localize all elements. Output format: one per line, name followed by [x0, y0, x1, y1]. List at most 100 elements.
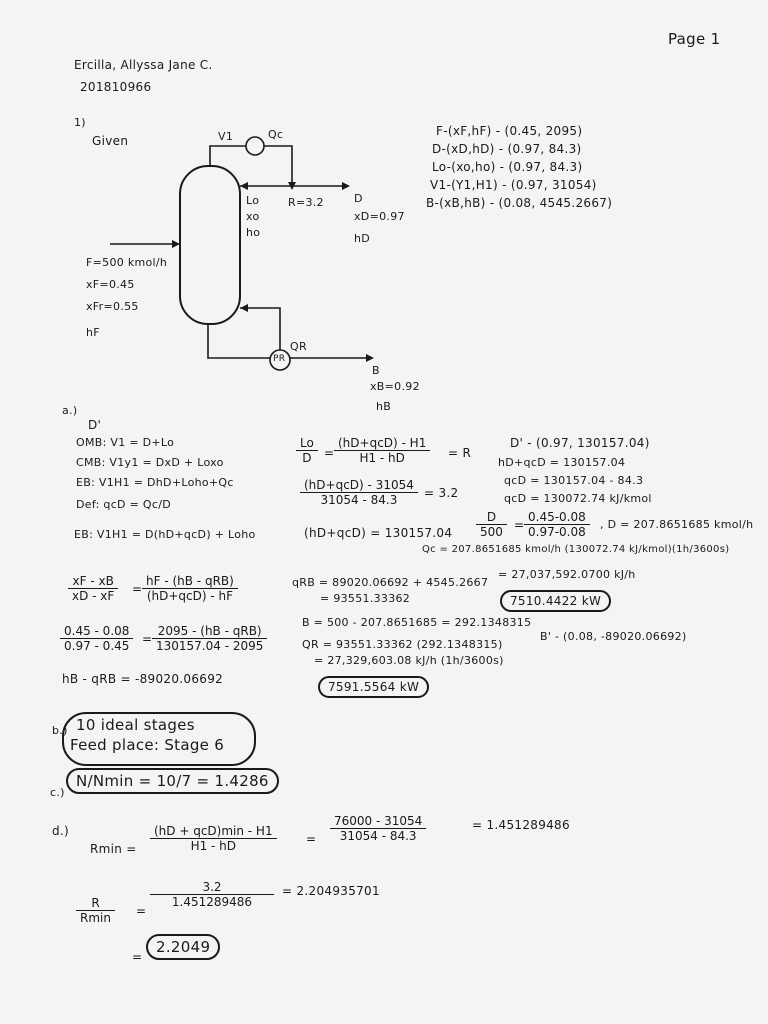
lever2-rhs-den: 130157.04 - 2095	[156, 639, 264, 653]
label-qc: Qc	[268, 128, 284, 141]
d-ratio-lhs-num: D	[476, 510, 507, 525]
hb-qrb: hB - qRB = -89020.06692	[62, 672, 224, 686]
part-b-line1: 10 ideal stages	[76, 716, 195, 734]
reflux-arrow	[240, 182, 248, 190]
lever2-rhs-num: 2095 - (hB - qRB)	[152, 624, 268, 639]
vapor-line	[209, 145, 246, 166]
qc-mid: = 27,037,592.0700 kJ/h	[498, 568, 636, 581]
author-name: Ercilla, Allyssa Jane C.	[74, 58, 213, 72]
label-lo: Lo	[246, 194, 260, 207]
ratio-result: = R	[448, 446, 472, 460]
given-point-lo: Lo-(xo,ho) - (0.97, 84.3)	[432, 160, 583, 174]
rmin-den2: 31054 - 84.3	[339, 829, 417, 843]
bprime-point: B' - (0.08, -89020.06692)	[540, 630, 687, 643]
condenser	[245, 136, 265, 156]
dprime-point: D' - (0.97, 130157.04)	[510, 436, 650, 450]
condensate-arrow	[288, 182, 296, 190]
label-qr: QR	[290, 340, 307, 353]
label-xd: xD=0.97	[354, 210, 405, 223]
ratio-lhs: Lo D	[296, 436, 318, 465]
balance-eb: EB: V1H1 = DhD+Loho+Qc	[76, 476, 234, 489]
balance-cmb: CMB: V1y1 = DxD + Loxo	[76, 456, 224, 469]
bottoms-line	[207, 324, 270, 359]
r-rmin-rhs-num: 3.2	[150, 880, 274, 895]
qr-final-circled: 7591.5564 kW	[318, 676, 430, 698]
boilup-arrow	[240, 304, 248, 312]
page-label: Page 1	[668, 30, 721, 48]
part-c-label: c.)	[50, 786, 65, 799]
qcd-calc: qcD = 130157.04 - 84.3	[504, 474, 644, 487]
part-c-text: N/Nmin = 10/7 = 1.4286	[66, 768, 279, 794]
rmin-num: (hD + qcD)min - H1	[150, 824, 277, 839]
lever2-rhs: 2095 - (hB - qRB) 130157.04 - 2095	[152, 624, 268, 653]
distillation-column-diagram	[110, 136, 374, 371]
hqcd-result: (hD+qcD) = 130157.04	[304, 526, 453, 540]
label-reboiler: PR	[273, 354, 286, 364]
rmin-frac: (hD + qcD)min - H1 H1 - hD	[150, 824, 277, 853]
rmin-result: = 1.451289486	[472, 818, 570, 832]
given-label: Given	[92, 134, 129, 148]
d-ratio-rhs-den: 0.97-0.08	[528, 525, 586, 539]
ratio2: (hD+qcD) - 31054 31054 - 84.3	[300, 478, 418, 507]
lever2-lhs-num: 0.45 - 0.08	[60, 624, 134, 639]
qr-calc: QR = 93551.33362 (292.1348315)	[302, 638, 503, 651]
ratio2-den: 31054 - 84.3	[320, 493, 398, 507]
lever-lhs: xF - xB xD - xF	[68, 574, 119, 603]
lever-lhs-num: xF - xB	[68, 574, 119, 589]
label-v1: V1	[218, 130, 234, 143]
label-d: D	[354, 192, 363, 205]
label-feed-hf: hF	[86, 326, 100, 339]
distillate-arrow	[342, 182, 350, 190]
label-feed-f: F=500 kmol/h	[86, 256, 168, 269]
d-ratio-lhs: D 500	[476, 510, 507, 539]
part-b-circle	[62, 712, 256, 766]
qcd-result: qcD = 130072.74 kJ/kmol	[504, 492, 652, 505]
equals-sign: =	[132, 582, 143, 596]
ratio2-result: = 3.2	[424, 486, 459, 500]
qrb-calc: qRB = 89020.06692 + 4545.2667	[292, 576, 489, 589]
author-id: 201810966	[80, 80, 152, 94]
balance-def: Def: qcD = Qc/D	[76, 498, 172, 511]
label-feed-xfr: xFr=0.55	[86, 300, 139, 313]
lever-lhs-den: xD - xF	[72, 589, 115, 603]
r-rmin-result: = 2.204935701	[282, 884, 380, 898]
equals-sign: =	[142, 632, 153, 646]
r-rmin-lhs: R Rmin	[76, 896, 115, 925]
r-rmin-lhs-den: Rmin	[80, 911, 111, 925]
rmin-num2: 76000 - 31054	[330, 814, 427, 829]
bottoms-arrow	[366, 354, 374, 362]
given-point-f: F-(xF,hF) - (0.45, 2095)	[436, 124, 583, 138]
lever2-lhs: 0.45 - 0.08 0.97 - 0.45	[60, 624, 134, 653]
rmin-den: H1 - hD	[190, 839, 237, 853]
lever2-lhs-den: 0.97 - 0.45	[64, 639, 130, 653]
r-rmin-rhs: 3.2 1.451289486	[150, 880, 274, 909]
equals-sign: =	[132, 950, 143, 964]
lever-rhs-den: (hD+qcD) - hF	[146, 589, 233, 603]
ratio-rhs: (hD+qcD) - H1 H1 - hD	[334, 436, 431, 465]
problem-number: 1)	[74, 116, 86, 129]
d-ratio-lhs-den: 500	[480, 525, 503, 539]
equals-sign: =	[324, 446, 335, 460]
balance-omb: OMB: V1 = D+Lo	[76, 436, 175, 449]
d-ratio-rhs-num: 0.45-0.08	[524, 510, 590, 525]
given-point-b: B-(xB,hB) - (0.08, 4545.2667)	[426, 196, 613, 210]
part-a-label: a.)	[62, 404, 78, 417]
column-body	[179, 165, 241, 325]
label-b: B	[372, 364, 380, 377]
label-r: R=3.2	[288, 196, 324, 209]
label-xo: xo	[246, 210, 260, 223]
ratio-rhs-num: (hD+qcD) - H1	[334, 436, 431, 451]
b-calc: B = 500 - 207.8651685 = 292.1348315	[302, 616, 532, 629]
condensate-line	[264, 145, 293, 186]
hd-qcd: hD+qcD = 130157.04	[498, 456, 626, 469]
part-b-line2: Feed place: Stage 6	[70, 736, 225, 754]
ratio-rhs-den: H1 - hD	[359, 451, 405, 465]
label-hb: hB	[376, 400, 392, 413]
ratio-lhs-den: D	[302, 451, 312, 465]
ratio2-num: (hD+qcD) - 31054	[300, 478, 418, 493]
r-rmin-lhs-num: R	[76, 896, 115, 911]
label-hd: hD	[354, 232, 371, 245]
d-result: , D = 207.8651685 kmol/h	[600, 518, 754, 531]
part-a-dprime: D'	[88, 418, 102, 432]
qrb-result: = 93551.33362	[320, 592, 411, 605]
